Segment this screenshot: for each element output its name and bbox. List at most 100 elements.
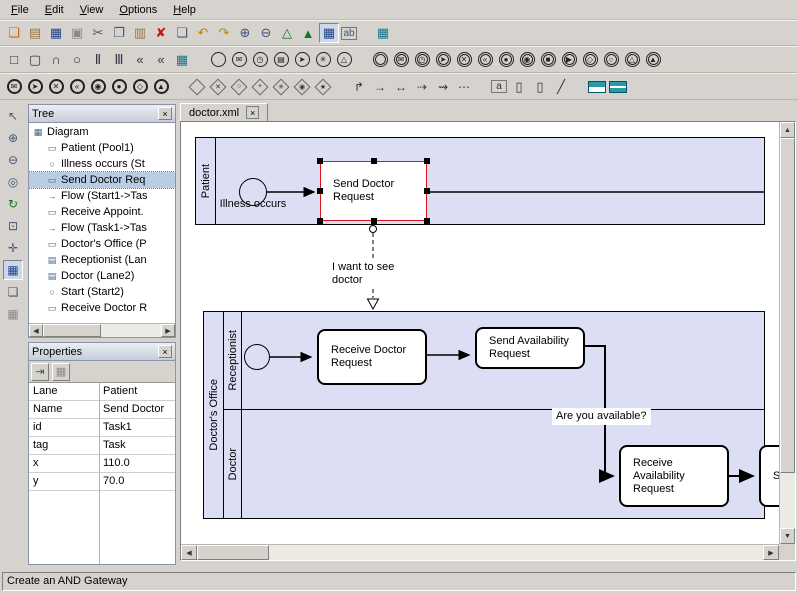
tree-item[interactable]: ▭ Receive Doctor R [29, 300, 175, 316]
open-icon[interactable]: ▤ [25, 23, 45, 43]
end-target-icon[interactable]: ◉ [88, 77, 108, 97]
scrollbar-thumb[interactable] [43, 324, 101, 337]
menu-item[interactable]: View [73, 2, 111, 18]
scroll-right-icon[interactable]: ▶ [763, 545, 779, 560]
copy-icon[interactable]: ❐ [109, 23, 129, 43]
pool-tool-icon[interactable]: Ⅱ [88, 50, 108, 70]
intermediate-message-icon[interactable]: ✉ [391, 50, 411, 70]
label-icon[interactable]: ab [340, 26, 358, 41]
intermediate-diamond-icon[interactable]: ◇ [580, 50, 600, 70]
start-message-icon[interactable]: ✉ [229, 50, 249, 70]
apply-property-icon[interactable]: ⇥ [31, 363, 49, 381]
task-receive-availability-request[interactable]: Receive Availability Request [619, 445, 729, 507]
end-cancel-icon[interactable]: ✕ [46, 77, 66, 97]
intermediate-link-icon[interactable]: ➤ [433, 50, 453, 70]
tree-item[interactable]: ▭ Patient (Pool1) [29, 140, 175, 156]
tree-item[interactable]: ▤ Doctor (Lane2) [29, 268, 175, 284]
paste-icon[interactable]: ▥ [130, 23, 150, 43]
close-icon[interactable]: × [158, 107, 172, 120]
chart-icon[interactable]: ▦ [172, 50, 192, 70]
zoom-out-icon[interactable]: ⊖ [256, 23, 276, 43]
start-event-icon[interactable] [208, 50, 228, 70]
intermediate-terminate-icon[interactable]: ● [496, 50, 516, 70]
delete-icon[interactable]: ✘ [151, 23, 171, 43]
tree-item[interactable]: ▭ Send Doctor Req [29, 172, 175, 188]
fit-page-tool-icon[interactable]: ⊡ [3, 216, 23, 236]
intermediate-target-icon[interactable]: ◉ [517, 50, 537, 70]
lane-tool-icon[interactable]: Ⅲ [109, 50, 129, 70]
tree-item[interactable]: ▤ Receptionist (Lan [29, 252, 175, 268]
cut-icon[interactable]: ✂ [88, 23, 108, 43]
zoom-actual-tool-icon[interactable]: ◎ [3, 172, 23, 192]
selection-handle[interactable] [371, 158, 377, 164]
data-object-icon[interactable]: ▯ [509, 77, 529, 97]
line-tool-icon[interactable]: ╱ [551, 77, 571, 97]
table-icon[interactable]: ▦ [373, 23, 393, 43]
scrollbar-thumb[interactable] [197, 545, 269, 560]
scroll-left-icon[interactable]: ◀ [181, 545, 197, 560]
start-triangle-icon[interactable]: △ [334, 50, 354, 70]
swimlane-view-icon[interactable]: ▦ [319, 23, 339, 43]
pool-vertical-icon[interactable] [608, 77, 628, 97]
scroll-down-icon[interactable]: ▼ [780, 528, 795, 544]
connector-dotted-icon[interactable]: ⋯ [454, 77, 474, 97]
layout-tree-icon[interactable]: △ [277, 23, 297, 43]
intermediate-circle-icon[interactable]: ○ [601, 50, 621, 70]
gateway-star-icon[interactable]: ★ [313, 77, 333, 97]
arc-tool-icon[interactable]: ∩ [46, 50, 66, 70]
scroll-up-icon[interactable]: ▲ [780, 122, 795, 138]
duplicate-icon[interactable]: ❏ [172, 23, 192, 43]
ellipse-tool-icon[interactable]: ○ [67, 50, 87, 70]
intermediate-cancel-icon[interactable]: ✕ [454, 50, 474, 70]
tree-item[interactable]: → Flow (Task1->Tas [29, 220, 175, 236]
menu-item[interactable]: Help [166, 2, 203, 18]
selection-handle[interactable] [371, 218, 377, 224]
move-tool-icon[interactable]: ✛ [3, 238, 23, 258]
rewind2-icon[interactable]: « [151, 50, 171, 70]
grid-tool-icon[interactable]: ▦ [3, 304, 23, 324]
rewind-icon[interactable]: « [130, 50, 150, 70]
tree-item[interactable]: ▭ Receive Appoint. [29, 204, 175, 220]
zoom-in-tool-icon[interactable]: ⊕ [3, 128, 23, 148]
gateway-and-icon[interactable]: + [250, 77, 270, 97]
intermediate-multiple-icon[interactable]: ▲ [643, 50, 663, 70]
end-compensation-icon[interactable]: « [67, 77, 87, 97]
tree-item[interactable]: ○ Start (Start2) [29, 284, 175, 300]
end-message-icon[interactable]: ✉ [4, 77, 24, 97]
end-diamond-icon[interactable]: ◇ [130, 77, 150, 97]
tab-doctor-xml[interactable]: doctor.xml × [180, 103, 268, 121]
diagram-canvas[interactable]: Patient Doctor's Office Receptionist [181, 122, 779, 544]
connector-message-icon[interactable]: ⇢ [412, 77, 432, 97]
intermediate-timer-icon[interactable]: ◷ [412, 50, 432, 70]
pool-horizontal-icon[interactable] [587, 77, 607, 97]
swimlane-edit-tool-icon[interactable]: ▦ [3, 260, 23, 280]
scrollbar-thumb[interactable] [780, 138, 795, 473]
tree-hscrollbar[interactable]: ◀ ▶ [29, 323, 175, 337]
scroll-right-icon[interactable]: ▶ [161, 324, 175, 337]
tree-item[interactable]: ▭ Doctor's Office (P [29, 236, 175, 252]
start-multiple-icon[interactable]: ✳ [313, 50, 333, 70]
tree-panel-header[interactable]: Tree × [29, 105, 175, 123]
undo-icon[interactable]: ↶ [193, 23, 213, 43]
redo-icon[interactable]: ↷ [214, 23, 234, 43]
menu-item[interactable]: Edit [38, 2, 71, 18]
connector-association-icon[interactable]: ↔ [391, 77, 411, 97]
selection-handle[interactable] [317, 158, 323, 164]
zoom-out-tool-icon[interactable]: ⊖ [3, 150, 23, 170]
intermediate-compensation-icon[interactable]: « [475, 50, 495, 70]
gateway-or-icon[interactable]: ○ [229, 77, 249, 97]
tree-item[interactable]: ○ Illness occurs (St [29, 156, 175, 172]
selection-handle[interactable] [424, 158, 430, 164]
text-annotation-icon[interactable]: a [490, 79, 508, 94]
task-receive-doctor-request[interactable]: Receive Doctor Request [317, 329, 427, 385]
rounded-rect-tool-icon[interactable]: ▢ [25, 50, 45, 70]
zoom-in-icon[interactable]: ⊕ [235, 23, 255, 43]
layout-compact-icon[interactable]: ▲ [298, 23, 318, 43]
connector-conditional-icon[interactable]: ⇝ [433, 77, 453, 97]
select-tool-icon[interactable]: ↖ [3, 106, 23, 126]
start-link-icon[interactable]: ➤ [292, 50, 312, 70]
tree-item[interactable]: → Flow (Start1->Tas [29, 188, 175, 204]
task-send-doctor-request[interactable]: Send Doctor Request [320, 161, 427, 221]
menu-item[interactable]: File [4, 2, 36, 18]
intermediate-stop-icon[interactable]: ■ [538, 50, 558, 70]
